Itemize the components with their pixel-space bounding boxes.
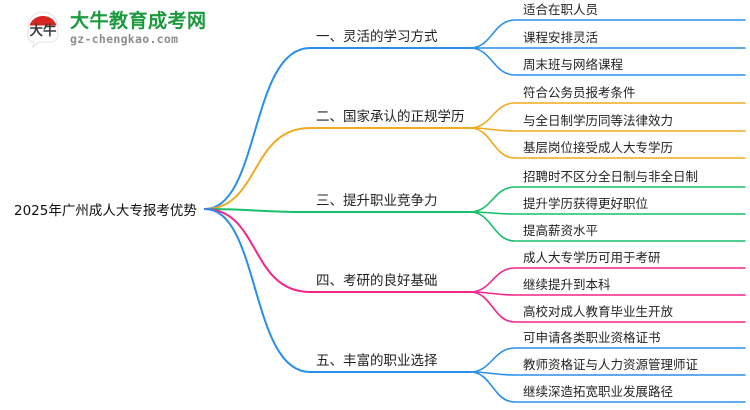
leaf-label-1-1[interactable]: 适合在职人员: [523, 2, 599, 17]
connector-line: [204, 47, 471, 210]
leaf-label-4-3[interactable]: 高校对成人教育毕业生开放: [523, 304, 674, 319]
branch-label-3[interactable]: 三、提升职业竞争力: [316, 193, 438, 209]
connector-line: [469, 211, 746, 242]
leaf-label-3-2[interactable]: 提升学历获得更好职位: [523, 196, 649, 211]
branch-label-1[interactable]: 一、灵活的学习方式: [316, 29, 438, 45]
leaf-label-1-2[interactable]: 课程安排灵活: [523, 30, 599, 45]
logo-mark-icon: 大牛: [22, 8, 64, 50]
leaf-label-2-3[interactable]: 基层岗位接受成人大专学历: [523, 140, 674, 155]
leaf-label-2-1[interactable]: 符合公务员报考条件: [523, 85, 636, 100]
branch-label-2[interactable]: 二、国家承认的正规学历: [316, 109, 465, 125]
leaf-label-3-3[interactable]: 提高薪资水平: [523, 223, 599, 238]
mindmap-root-node[interactable]: 2025年广州成人大专报考优势: [14, 203, 197, 219]
leaf-label-5-1[interactable]: 可申请各类职业资格证书: [523, 330, 661, 345]
branch-label-5[interactable]: 五、丰富的职业选择: [316, 353, 438, 369]
leaf-label-3-1[interactable]: 招聘时不区分全日制与非全日制: [523, 169, 699, 184]
logo-title: 大牛教育成考网: [70, 10, 207, 33]
leaf-label-5-2[interactable]: 教师资格证与人力资源管理师证: [523, 357, 699, 372]
leaf-label-1-3[interactable]: 周末班与网络课程: [523, 57, 624, 72]
leaf-label-4-2[interactable]: 继续提升到本科: [523, 277, 611, 292]
leaf-label-2-2[interactable]: 与全日制学历同等法律效力: [523, 113, 674, 128]
connector-line: [469, 19, 746, 49]
logo-mark-text: 大牛: [30, 22, 57, 39]
branch-label-4[interactable]: 四、考研的良好基础: [316, 273, 438, 289]
leaf-label-4-1[interactable]: 成人大专学历可用于考研: [523, 250, 661, 265]
leaf-label-5-3[interactable]: 继续深造拓宽职业发展路径: [523, 384, 674, 399]
site-logo: 大牛 大牛教育成考网 gz-chengkao.com: [22, 8, 207, 50]
logo-subtitle: gz-chengkao.com: [70, 32, 179, 47]
